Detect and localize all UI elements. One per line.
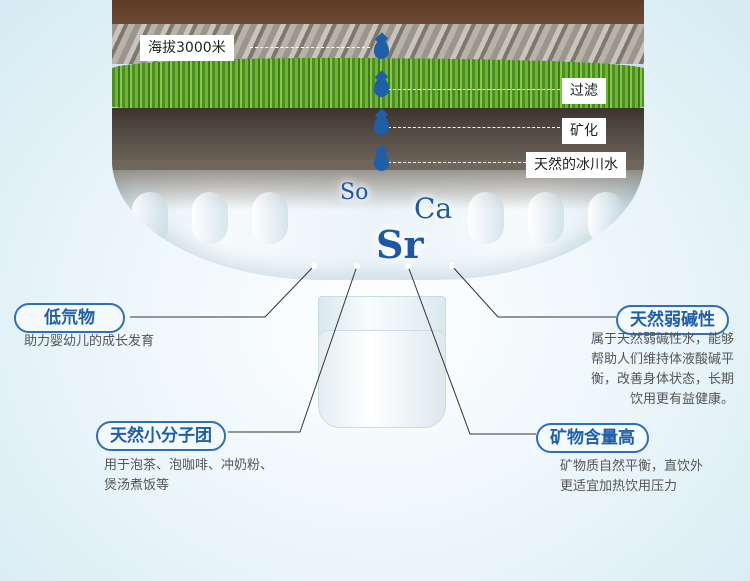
callout-line-alkaline <box>451 265 616 318</box>
label-altitude: 海拔3000米 <box>140 35 234 61</box>
feature-alkaline-title: 天然弱碱性 <box>616 305 729 335</box>
callout-anchor-dot <box>405 263 411 269</box>
bottle-rib <box>528 192 564 244</box>
water-drop-icon <box>374 78 389 97</box>
bottle-cap <box>318 330 446 428</box>
water-drop-icon <box>374 152 389 171</box>
desc-line: 更适宜加热饮用压力 <box>560 479 678 494</box>
feature-alkaline-desc: 属于天然弱碱性水，能够 帮助人们维持体液酸碱平 衡，改善身体状态，长期 饮用更有… <box>520 330 734 410</box>
feature-minerals-desc: 矿物质自然平衡，直饮外 更适宜加热饮用压力 <box>560 457 703 497</box>
water-drop-icon <box>374 40 389 59</box>
callout-anchor-dot <box>449 263 455 269</box>
bottle-rib <box>468 192 504 244</box>
desc-line: 矿物质自然平衡，直饮外 <box>560 459 704 474</box>
feature-small-molecule-title: 天然小分子团 <box>96 421 226 451</box>
callout-anchor-dot <box>311 263 317 269</box>
callout-line-minerals <box>407 265 536 435</box>
element-so: So <box>340 180 369 205</box>
feature-minerals-title: 矿物含量高 <box>536 423 649 453</box>
dash-line <box>388 89 560 90</box>
callout-line-low-deuterium <box>130 265 315 318</box>
desc-line: 帮助人们维持体液酸碱平 <box>590 352 734 367</box>
dash-line <box>388 127 560 128</box>
label-filter: 过滤 <box>562 78 606 104</box>
dash-line <box>250 47 370 48</box>
desc-line: 煲汤煮饭等 <box>104 478 170 493</box>
label-mineral: 矿化 <box>562 118 606 144</box>
label-glacier: 天然的冰川水 <box>526 152 626 178</box>
callout-anchor-dot <box>354 263 360 269</box>
dash-line <box>388 162 526 163</box>
bottle-rib <box>588 192 624 244</box>
layer-dark-earth <box>112 0 644 24</box>
desc-line: 衡，改善身体状态，长期 <box>590 372 734 387</box>
desc-line: 用于泡茶、泡咖啡、冲奶粉、 <box>104 458 274 473</box>
bottle-rib <box>252 192 288 244</box>
feature-small-molecule-desc: 用于泡茶、泡咖啡、冲奶粉、 煲汤煮饭等 <box>104 456 273 496</box>
element-sr: Sr <box>376 222 424 267</box>
callout-line-small-molecule <box>228 265 358 433</box>
feature-low-deuterium-title: 低氘物 <box>14 303 125 333</box>
bottle-rib <box>132 192 168 244</box>
water-drop-icon <box>374 116 389 135</box>
feature-low-deuterium-desc: 助力婴幼儿的成长发育 <box>24 334 155 349</box>
desc-line: 饮用更有益健康。 <box>629 392 734 407</box>
desc-line: 属于天然弱碱性水，能够 <box>590 332 734 347</box>
bottle-rib <box>192 192 228 244</box>
element-ca: Ca <box>414 192 453 225</box>
